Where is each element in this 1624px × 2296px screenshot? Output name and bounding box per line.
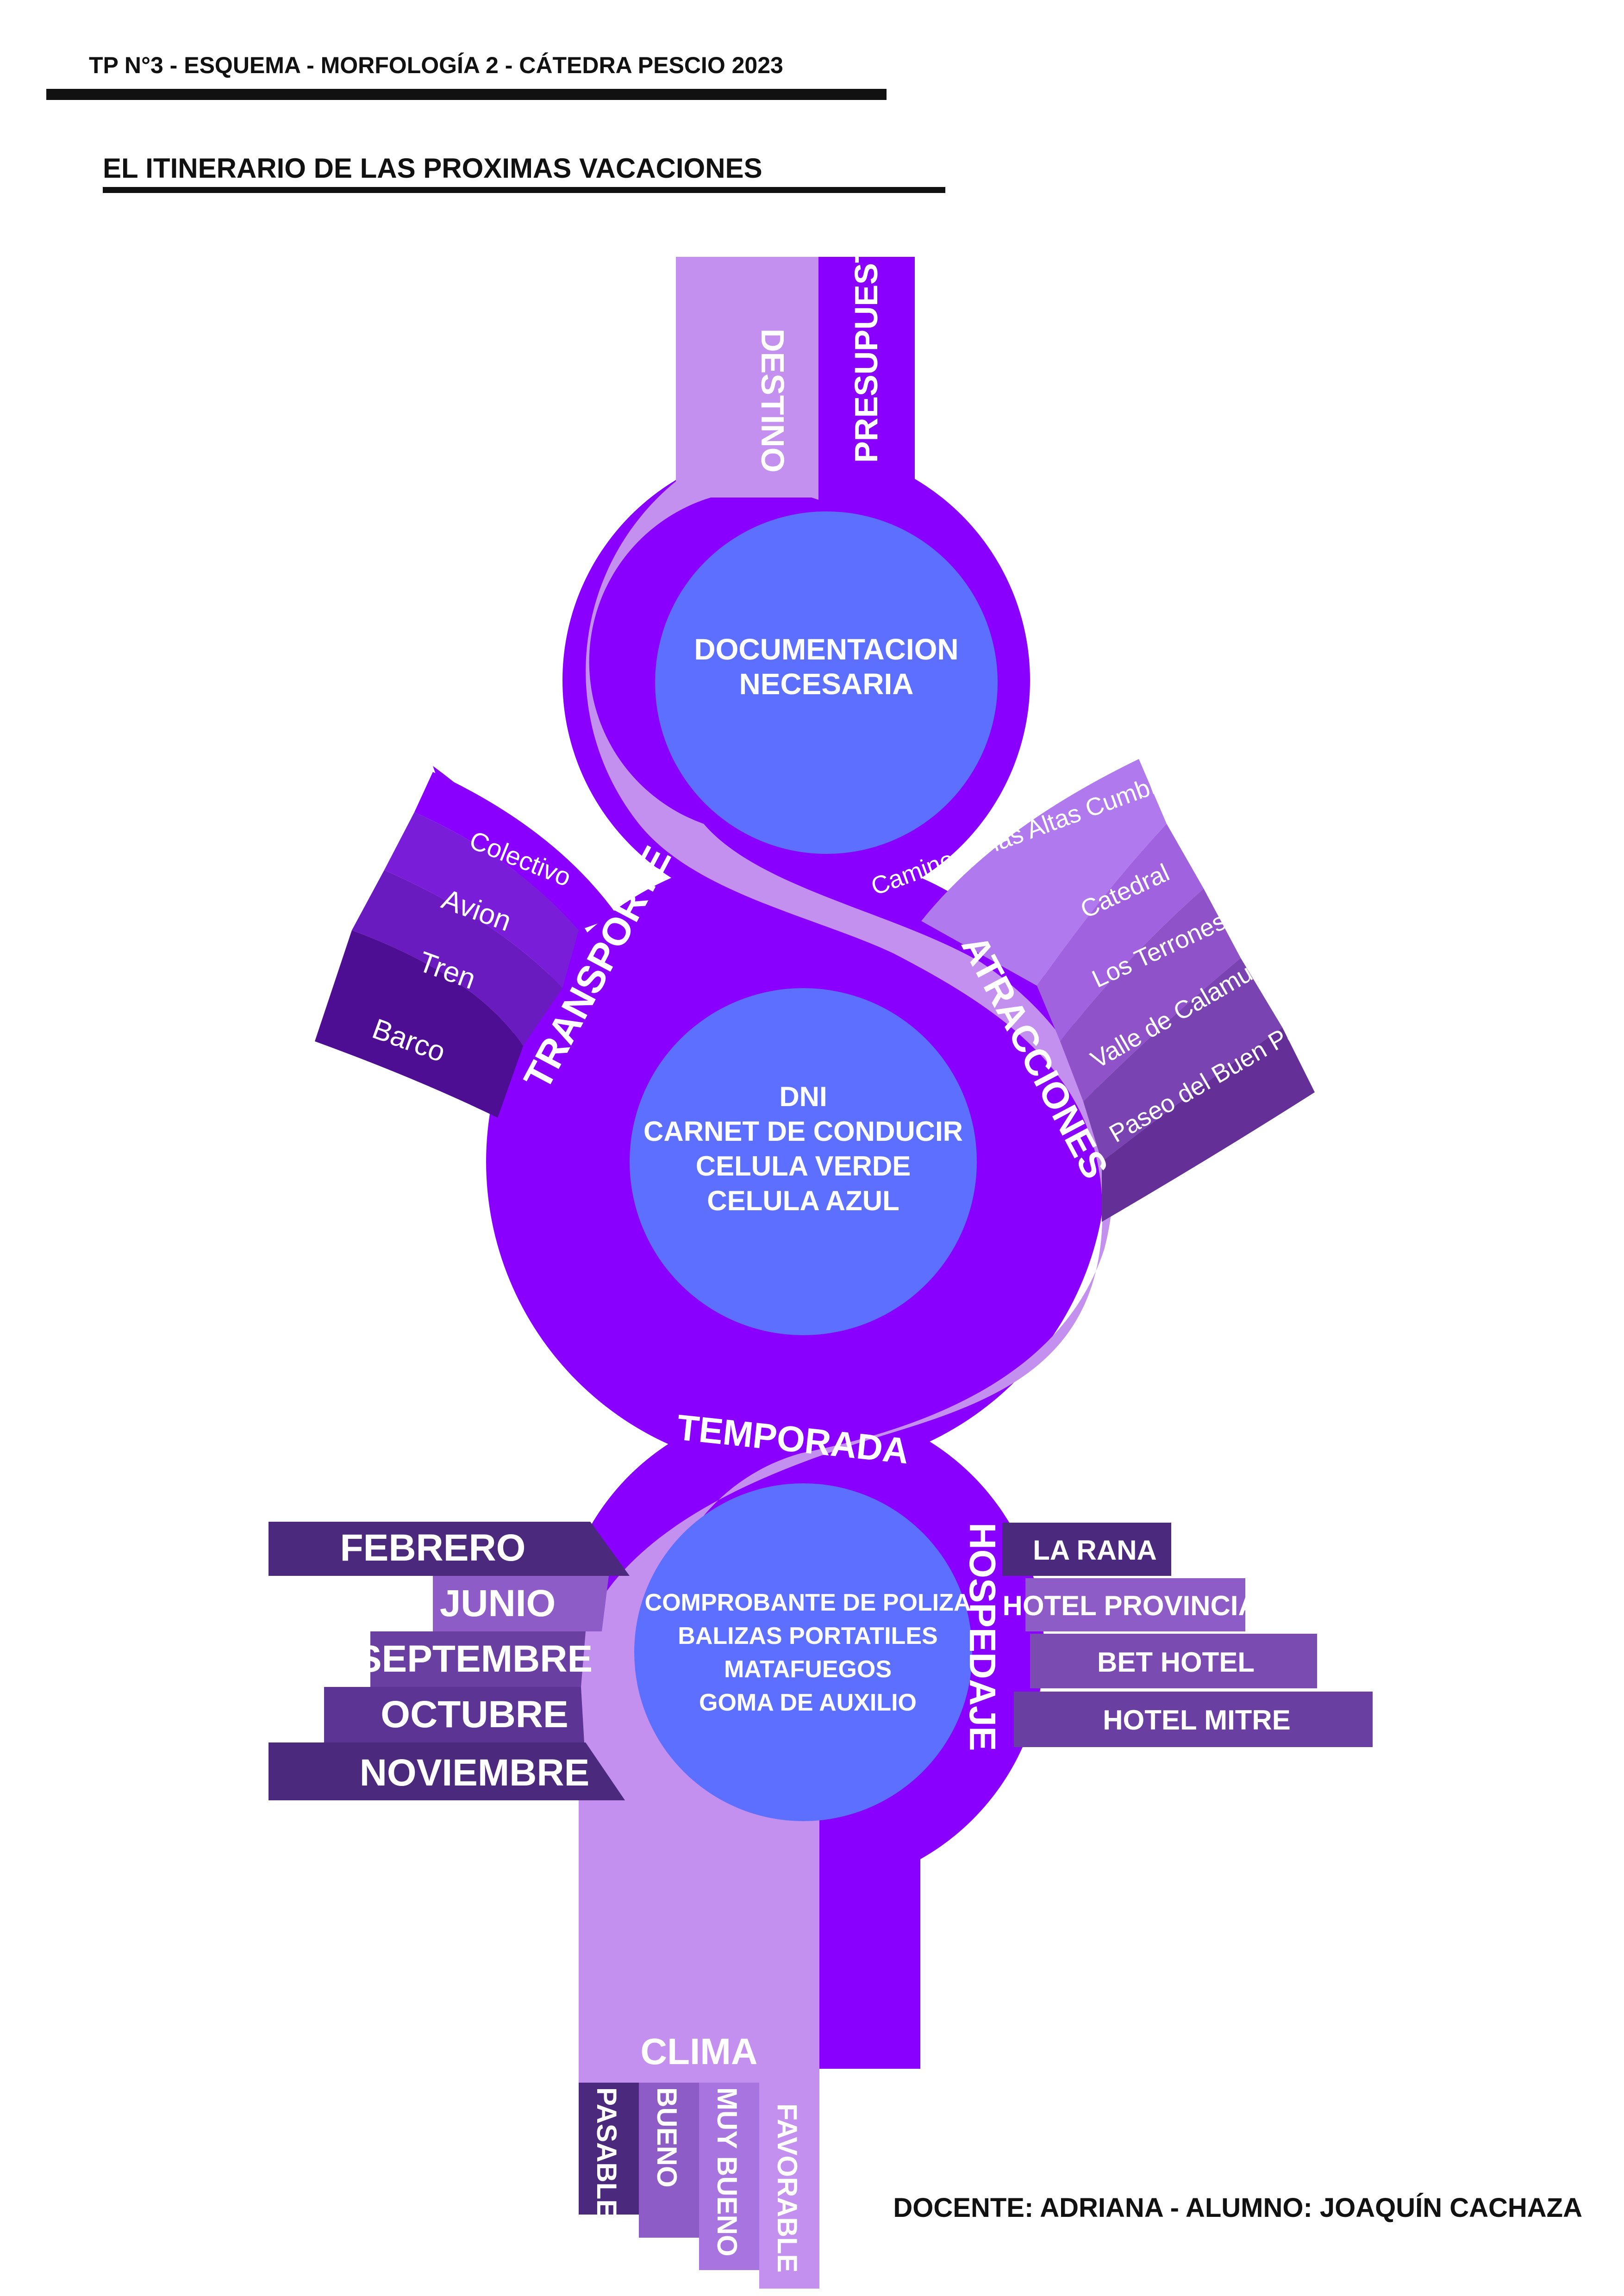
month-octubre: OCTUBRE [381, 1693, 568, 1736]
circle2-line3: CELULA VERDE [696, 1151, 911, 1182]
transporte-option-avion[interactable] [384, 812, 579, 988]
circle3-line2: BALIZAS PORTATILES [678, 1623, 937, 1649]
clima-items: PASABLE BUENO MUY BUENO FAVORABLE [579, 2083, 819, 2289]
month-septembre: SEPTEMBRE [356, 1638, 593, 1680]
transporte-options: Colectivo Avion Tren Barco [315, 772, 618, 1118]
header-rule [46, 89, 887, 100]
circle-vehicle-kit[interactable] [634, 1483, 972, 1821]
hotel-bar-mitre[interactable] [1014, 1692, 1373, 1747]
clima-item-bueno: BUENO [651, 2087, 682, 2188]
circle-documentacion[interactable] [655, 511, 998, 854]
destino-label: DESTINO [755, 329, 791, 473]
circle-texts: DOCUMENTACION NECESARIA DNI CARNET DE CO… [643, 633, 971, 1716]
month-bar-junio[interactable] [433, 1576, 609, 1631]
temporada-months: FEBRERO JUNIO SEPTEMBRE OCTUBRE NOVIEMBR… [269, 1522, 630, 1800]
hotel-bar-la-rana[interactable] [1002, 1523, 1171, 1576]
hotel-bet: BET HOTEL [1097, 1647, 1255, 1678]
hotel-provincial: HOTEL PROVINCIAL [1003, 1590, 1275, 1621]
clima-item-favorable: FAVORABLE [772, 2103, 803, 2273]
clima-bar-favorable[interactable] [759, 2083, 819, 2289]
circle3-line4: GOMA DE AUXILIO [699, 1689, 917, 1716]
hotel-la-rana: LA RANA [1033, 1535, 1157, 1566]
page-header-title: TP N°3 - ESQUEMA - MORFOLOGÍA 2 - CÁTEDR… [89, 52, 783, 78]
circle2-line2: CARNET DE CONDUCIR [643, 1116, 963, 1147]
main-path [486, 257, 1113, 2097]
hotel-mitre: HOTEL MITRE [1103, 1705, 1291, 1736]
transporte-option-colectivo[interactable] [414, 772, 618, 930]
atracciones-option-calamuchita[interactable] [1083, 958, 1282, 1162]
circle3-line1: COMPROBANTE DE POLIZA [645, 1589, 971, 1616]
circle2-line1: DNI [779, 1081, 827, 1112]
circle1-line1: DOCUMENTACION [694, 633, 958, 666]
destino-column [676, 257, 818, 498]
clima-item-muy-bueno: MUY BUENO [712, 2087, 743, 2257]
hotel-bar-provincial[interactable] [1025, 1578, 1245, 1631]
circle-documents-list[interactable] [630, 988, 977, 1335]
atracciones-option-altas-cumbres[interactable] [921, 759, 1167, 986]
page-subtitle: EL ITINERARIO DE LAS PROXIMAS VACACIONES [103, 153, 762, 184]
hospedaje-label: HOSPEDAJE [962, 1523, 1003, 1751]
month-bar-noviembre[interactable] [269, 1742, 625, 1800]
hotel-bar-bet[interactable] [1030, 1634, 1317, 1688]
atracciones-option-terrones[interactable] [1060, 889, 1241, 1101]
transporte-option-barco[interactable] [315, 930, 523, 1118]
month-bar-octubre[interactable] [324, 1687, 584, 1742]
circle1-line2: NECESARIA [739, 667, 914, 701]
clima-bar-bueno[interactable] [639, 2083, 699, 2238]
month-junio: JUNIO [440, 1582, 556, 1624]
month-bar-septembre[interactable] [370, 1631, 586, 1687]
subtitle-rule [103, 187, 945, 193]
circle2-line4: CELULA AZUL [707, 1185, 899, 1216]
atracciones-option-catedral[interactable] [1037, 824, 1204, 1041]
circle3-line3: MATAFUEGOS [724, 1656, 892, 1683]
hospedaje-hotels: LA RANA HOTEL PROVINCIAL BET HOTEL HOTEL… [1002, 1523, 1373, 1747]
atracciones-option-buen-pastor[interactable] [1102, 1027, 1315, 1222]
clima-bar-muy-bueno[interactable] [699, 2083, 759, 2270]
header: TP N°3 - ESQUEMA - MORFOLOGÍA 2 - CÁTEDR… [46, 52, 945, 193]
clima-label: CLIMA [640, 2031, 757, 2072]
clima-bar-pasable[interactable] [579, 2083, 639, 2215]
month-febrero: FEBRERO [340, 1527, 526, 1569]
month-bar-febrero[interactable] [269, 1522, 630, 1576]
footer-credits: DOCENTE: ADRIANA - ALUMNO: JOAQUÍN CACHA… [893, 2193, 1582, 2223]
month-noviembre: NOVIEMBRE [360, 1752, 590, 1794]
transporte-option-tren[interactable] [352, 870, 562, 1046]
clima-item-pasable: PASABLE [591, 2087, 622, 2218]
presupuesto-label: PRESUPUESTO [848, 218, 884, 463]
